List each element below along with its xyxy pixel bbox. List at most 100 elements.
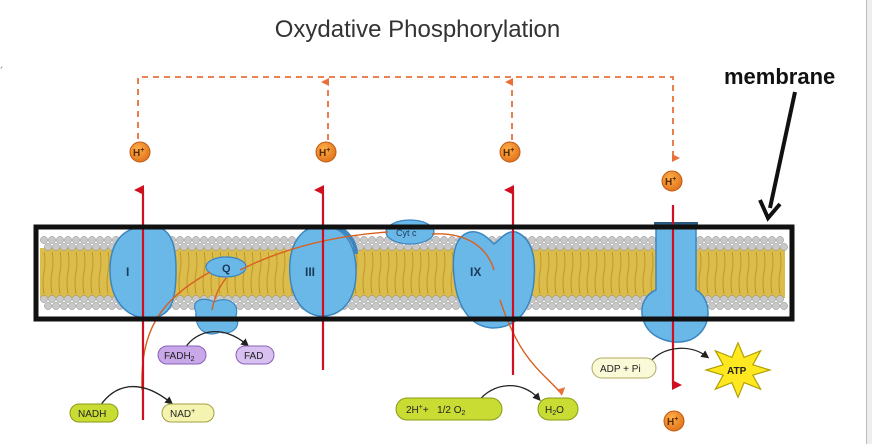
complex-1-label: I <box>126 265 129 279</box>
lipid-head <box>96 295 104 303</box>
lipid-head <box>724 243 732 251</box>
atp-synthase-body <box>641 223 709 343</box>
lipid-head <box>580 243 588 251</box>
lipid-head <box>292 302 300 310</box>
lipid-tail <box>98 251 102 295</box>
lipid-head <box>648 236 656 244</box>
lipid-tail <box>570 251 574 295</box>
lipid-head <box>700 243 708 251</box>
lipid-head <box>556 243 564 251</box>
lipid-head <box>236 243 244 251</box>
lipid-tail <box>90 251 94 295</box>
lipid-head <box>192 236 200 244</box>
lipid-tail <box>738 251 742 295</box>
lipid-head <box>696 236 704 244</box>
lipid-head <box>216 236 224 244</box>
lipid-head <box>592 236 600 244</box>
lipid-tail <box>82 251 86 295</box>
cyt-c: Cyt c <box>385 219 435 245</box>
lipid-head <box>716 243 724 251</box>
lipid-tail <box>42 251 46 295</box>
lipid-tail <box>610 251 614 295</box>
lipid-head <box>256 295 264 303</box>
lipid-tail <box>722 251 726 295</box>
proton-label: H <box>665 177 672 188</box>
lipid-tail <box>282 251 286 295</box>
lipid-head <box>68 243 76 251</box>
lipid-head <box>360 295 368 303</box>
lipid-head <box>92 243 100 251</box>
svg-text:2H++ 1/2 O2: 2H++ 1/2 O2 <box>406 404 466 417</box>
fadh2-box <box>157 345 207 365</box>
lipid-head <box>528 236 536 244</box>
lipid-head <box>432 236 440 244</box>
lipid-head <box>740 243 748 251</box>
lipid-head <box>632 236 640 244</box>
lipid-head <box>776 236 784 244</box>
lipid-head <box>752 236 760 244</box>
atp-label: ATP <box>727 366 747 377</box>
lipid-head <box>56 295 64 303</box>
lipid-head <box>188 243 196 251</box>
lipid-head <box>736 236 744 244</box>
lipid-head <box>596 302 604 310</box>
lipid-head <box>644 243 652 251</box>
lipid-head <box>540 302 548 310</box>
lipid-head <box>432 295 440 303</box>
lipid-head <box>448 295 456 303</box>
lipid-head <box>200 236 208 244</box>
lipid-head <box>636 243 644 251</box>
water-arrow <box>477 385 541 403</box>
lipid-head <box>232 295 240 303</box>
lipid-head <box>728 295 736 303</box>
lipid-head <box>748 302 756 310</box>
lipid-head <box>400 295 408 303</box>
proton-1: H+ <box>129 141 151 163</box>
lipid-head <box>260 302 268 310</box>
proton-label: H <box>667 417 674 428</box>
proton-label: H <box>319 148 326 159</box>
lipid-head <box>264 236 272 244</box>
lipid-tail <box>554 251 558 295</box>
lipid-head <box>588 302 596 310</box>
lipid-head <box>420 243 428 251</box>
lipid-head <box>380 302 388 310</box>
lipid-head <box>712 295 720 303</box>
lipid-tail <box>274 251 278 295</box>
lipid-tail <box>706 251 710 295</box>
adp-label: ADP + Pi <box>600 364 641 375</box>
lipid-head <box>576 236 584 244</box>
lipid-tail <box>778 251 782 295</box>
lipid-head <box>244 243 252 251</box>
lipid-head <box>552 295 560 303</box>
lipid-head <box>576 295 584 303</box>
lipid-head <box>248 236 256 244</box>
lipid-head <box>712 236 720 244</box>
lipid-head <box>72 295 80 303</box>
lipid-head <box>704 236 712 244</box>
lipid-head <box>744 295 752 303</box>
electron-path-3 <box>239 231 389 271</box>
membrane-label: membrane <box>724 64 836 89</box>
proton-3: H+ <box>499 141 521 163</box>
lipid-head <box>588 243 596 251</box>
lipid-tail <box>546 251 550 295</box>
lipid-head <box>240 236 248 244</box>
lipid-head <box>708 302 716 310</box>
lipid-tail <box>602 251 606 295</box>
lipid-head <box>368 236 376 244</box>
nadh-arrow <box>99 386 174 407</box>
lipid-head <box>100 302 108 310</box>
cyt-c-label: Cyt c <box>396 228 417 238</box>
membrane-pointer-line <box>768 91 797 209</box>
lipid-head <box>640 236 648 244</box>
electron-path-4 <box>431 233 495 271</box>
lipid-tail <box>362 251 366 295</box>
lipid-head <box>544 295 552 303</box>
svg-text:H+: H+ <box>667 416 678 428</box>
lipid-head <box>52 302 60 310</box>
lipid-head <box>780 302 788 310</box>
lipid-head <box>48 295 56 303</box>
lipid-head <box>100 243 108 251</box>
